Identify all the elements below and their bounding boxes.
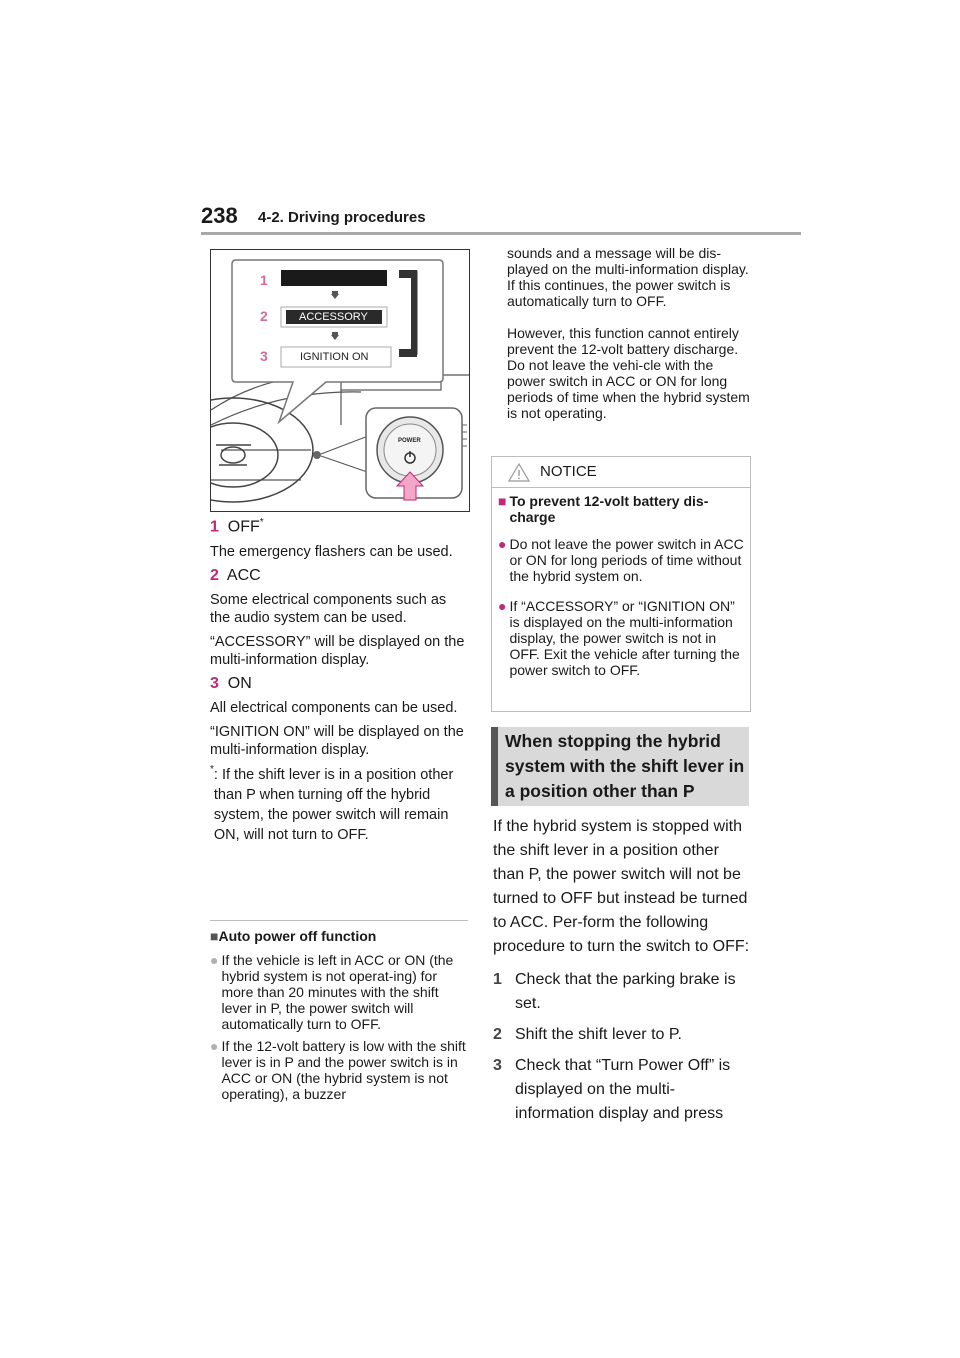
procedure-steps: 1 Check that the parking brake is set. 2… bbox=[493, 968, 751, 1126]
circle-bullet-icon: ● bbox=[210, 1038, 219, 1054]
power-switch-figure: 1 2 3 ACCESSORY IGNITION ON POWER bbox=[210, 249, 470, 512]
step-number-2: 2 bbox=[210, 567, 219, 585]
header-rule bbox=[201, 232, 801, 235]
step-acc-display-note: “ACCESSORY” will be displayed on the mul… bbox=[210, 634, 465, 669]
procedure-step-3: 3 Check that “Turn Power Off” is display… bbox=[493, 1054, 751, 1126]
page-number: 238 bbox=[201, 203, 238, 228]
auto-power-off: ■Auto power off function ● If the vehicl… bbox=[210, 928, 468, 1102]
auto-bullet-1: ● If the vehicle is left in ACC or ON (t… bbox=[210, 952, 468, 1032]
notice-header: NOTICE bbox=[492, 457, 750, 488]
notice-bullet-2: ● If “ACCESSORY” or “IGNITION ON” is dis… bbox=[498, 598, 744, 678]
auto-bullet-1-text: If the vehicle is left in ACC or ON (the… bbox=[221, 952, 454, 1032]
step-off-description: The emergency flashers can be used. bbox=[210, 544, 453, 561]
section-heading-box: When stopping the hybrid system with the… bbox=[491, 727, 749, 806]
notice-heading: ■ To prevent 12-volt battery dis-charge bbox=[498, 493, 709, 525]
notice-bullet-1-text: Do not leave the power switch in ACC or … bbox=[509, 536, 744, 584]
procedure-step-3-number: 3 bbox=[493, 1057, 502, 1074]
notice-box: NOTICE ■ To prevent 12-volt battery dis-… bbox=[491, 456, 751, 712]
footnote-star: * bbox=[210, 764, 214, 776]
step-acc-title: ACC bbox=[226, 567, 261, 585]
step-number-1: 1 bbox=[210, 518, 219, 536]
section-heading: When stopping the hybrid system with the… bbox=[505, 731, 745, 801]
circle-bullet-icon: ● bbox=[498, 536, 507, 552]
continued-text: sounds and a message will be dis-played … bbox=[507, 245, 749, 309]
step-on-display-note: “IGNITION ON” will be displayed on the m… bbox=[210, 724, 464, 759]
dashboard-illustration bbox=[211, 259, 469, 503]
power-button-label: POWER bbox=[398, 438, 421, 444]
figure-label-3: 3 bbox=[260, 348, 268, 364]
step-number-3: 3 bbox=[210, 675, 219, 693]
footnote-text: : If the shift lever is in a position ot… bbox=[213, 767, 454, 844]
procedure-step-2-number: 2 bbox=[493, 1026, 502, 1043]
notice-bullet-1: ● Do not leave the power switch in ACC o… bbox=[498, 536, 744, 584]
auto-bullet-2: ● If the 12-volt battery is low with the… bbox=[210, 1038, 468, 1102]
figure-label-2: 2 bbox=[260, 308, 268, 324]
notice-bullet-2-text: If “ACCESSORY” or “IGNITION ON” is displ… bbox=[509, 598, 740, 678]
square-bullet-icon: ■ bbox=[210, 928, 219, 944]
accessory-display: ACCESSORY bbox=[299, 311, 368, 323]
section-title: 4-2. Driving procedures bbox=[258, 209, 426, 226]
intro-text: If the hybrid system is stopped with the… bbox=[493, 818, 750, 955]
left-column: 1 OFF* The emergency flashers can be use… bbox=[210, 517, 468, 845]
step-off-title: OFF bbox=[227, 518, 260, 536]
step-on-title: ON bbox=[227, 675, 252, 693]
however-text: However, this function cannot entirely p… bbox=[507, 325, 750, 421]
circle-bullet-icon: ● bbox=[498, 598, 507, 614]
figure-label-1: 1 bbox=[260, 272, 268, 288]
square-bullet-icon: ■ bbox=[498, 493, 507, 509]
procedure-step-1-text: Check that the parking brake is set. bbox=[515, 971, 736, 1012]
procedure-step-1: 1 Check that the parking brake is set. bbox=[493, 968, 751, 1016]
ignition-on-display: IGNITION ON bbox=[300, 351, 369, 363]
footnote-marker: * bbox=[259, 517, 264, 528]
footnote: * : If the shift lever is in a position … bbox=[210, 765, 468, 845]
step-off: 1 OFF* bbox=[210, 517, 468, 536]
warning-triangle-icon bbox=[508, 463, 530, 482]
auto-bullet-2-text: If the 12-volt battery is low with the s… bbox=[221, 1038, 466, 1102]
procedure-step-2: 2 Shift the shift lever to P. bbox=[493, 1023, 751, 1047]
notice-title: NOTICE bbox=[540, 463, 597, 480]
step-on: 3 ON bbox=[210, 675, 468, 693]
procedure-step-2-text: Shift the shift lever to P. bbox=[515, 1026, 682, 1043]
procedure-step-1-number: 1 bbox=[493, 971, 502, 988]
step-on-description: All electrical components can be used. bbox=[210, 700, 458, 717]
divider bbox=[210, 920, 468, 921]
step-acc-description: Some electrical components such as the a… bbox=[210, 592, 447, 627]
procedure-step-3-text: Check that “Turn Power Off” is displayed… bbox=[515, 1057, 731, 1122]
auto-power-off-heading: ■Auto power off function bbox=[210, 928, 377, 944]
step-acc: 2 ACC bbox=[210, 567, 468, 585]
circle-bullet-icon: ● bbox=[210, 952, 219, 968]
